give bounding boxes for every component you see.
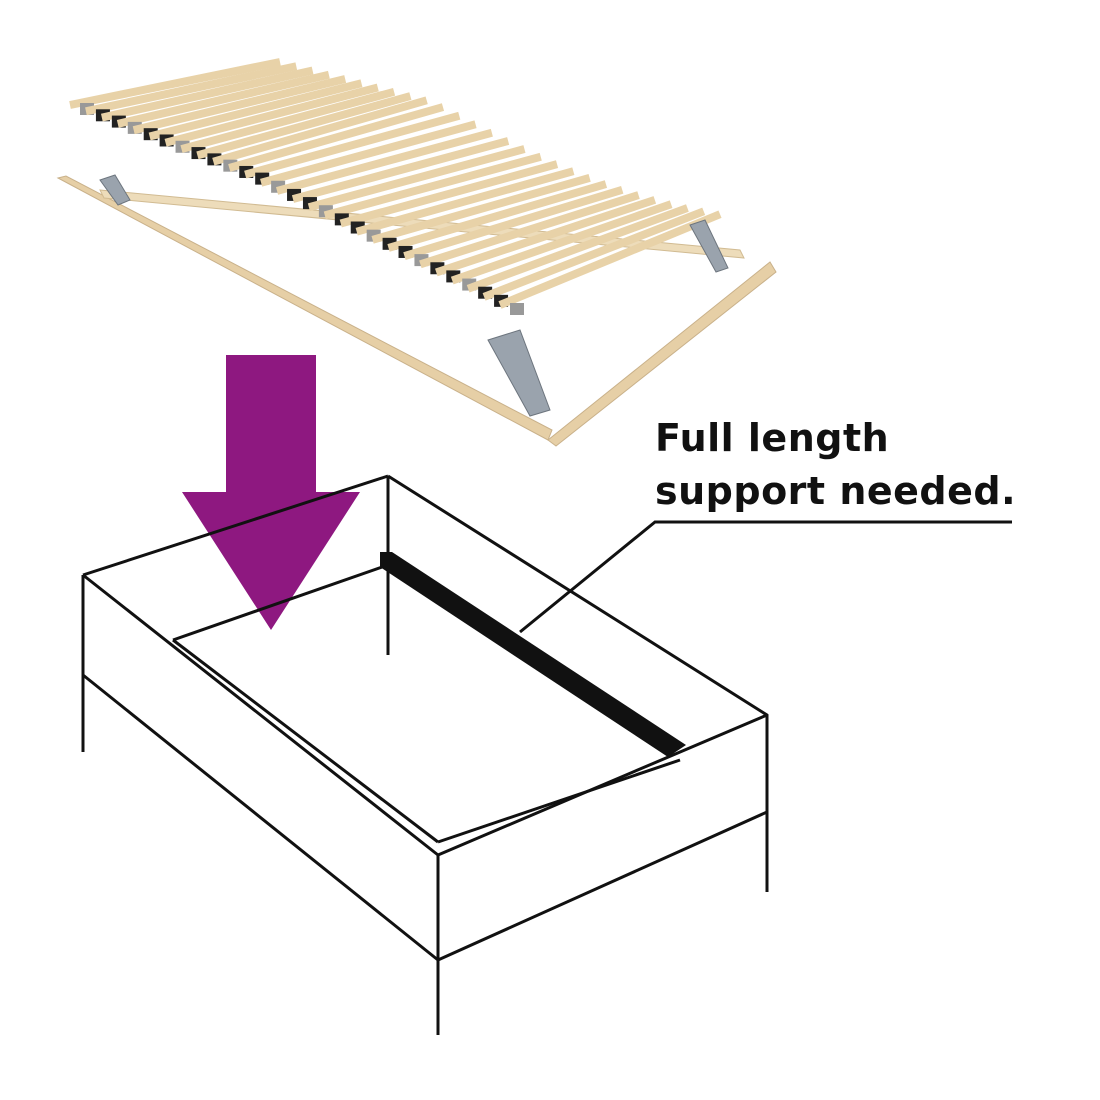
bed-slat (355, 167, 575, 236)
bed-slat (498, 210, 722, 309)
bed-slat (148, 79, 363, 141)
bed-slat (85, 62, 298, 116)
bed-slat (69, 58, 281, 109)
bed-bracket (487, 329, 551, 417)
bed-slat (100, 66, 314, 122)
bed-slat (244, 111, 461, 179)
bed-slat (180, 87, 396, 153)
slat-holder (510, 303, 524, 315)
bed-slat (482, 207, 706, 301)
bed-slat (323, 152, 542, 220)
bed-slat (435, 196, 657, 277)
bed-slat (307, 145, 526, 212)
bed-slat (228, 103, 445, 172)
bed-slat (132, 75, 347, 135)
bed-slat (116, 70, 330, 128)
bed-slat (403, 185, 624, 260)
bed-slat (164, 83, 379, 147)
callout-leader-line (519, 520, 1012, 634)
bed-slat (419, 191, 640, 269)
slatted-bed-base-image (56, 58, 777, 447)
bed-bracket (689, 219, 729, 273)
bed-slat (371, 173, 591, 244)
bed-slat (196, 92, 412, 160)
bed-slat (260, 120, 477, 187)
down-arrow-icon (182, 355, 360, 630)
center-support-beam (380, 552, 686, 757)
callout-line-1: Full length (655, 416, 890, 460)
callout-text: Full length support needed. (655, 412, 1016, 518)
bed-slat (466, 204, 689, 293)
bed-slat (387, 180, 608, 252)
bed-frame-rail (56, 175, 553, 441)
bed-slat (339, 160, 559, 228)
bed-box-drawing (81, 474, 769, 1035)
bed-slat (212, 96, 428, 166)
bed-frame-rail-right (547, 261, 777, 447)
bed-bracket (99, 174, 131, 206)
bed-slat (450, 200, 673, 285)
bed-slat (291, 137, 510, 203)
callout-line-2: support needed. (655, 469, 1017, 513)
bed-slat (275, 128, 493, 195)
